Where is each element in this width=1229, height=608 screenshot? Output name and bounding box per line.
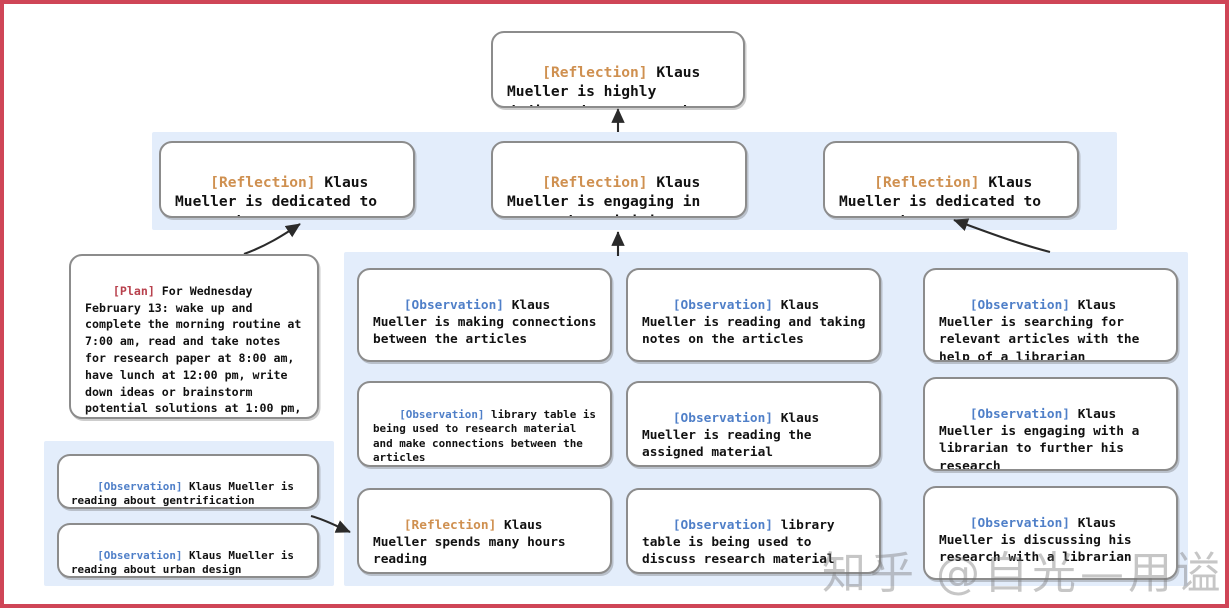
node-tag: [Reflection] bbox=[210, 173, 316, 191]
node-col3-obs-searching[interactable]: [Observation] Klaus Mueller is searching… bbox=[923, 268, 1178, 362]
node-mid-reflection-right[interactable]: [Reflection] Klaus Mueller is dedicated … bbox=[823, 141, 1079, 218]
node-col2-obs-assigned-material[interactable]: [Observation] Klaus Mueller is reading t… bbox=[626, 381, 881, 467]
node-text: library table is being used to discuss r… bbox=[642, 518, 843, 568]
node-tag: [Observation] bbox=[403, 298, 504, 314]
node-tag: [Observation] bbox=[969, 516, 1070, 532]
node-tag: [Plan] bbox=[112, 283, 155, 298]
node-tag: [Observation] bbox=[969, 298, 1070, 314]
node-text: Klaus Mueller is reading and taking note… bbox=[642, 298, 874, 348]
node-text: Klaus Mueller spends many hours reading bbox=[373, 518, 574, 568]
node-col3-obs-engaging[interactable]: [Observation] Klaus Mueller is engaging … bbox=[923, 377, 1178, 471]
node-col1-obs-connections[interactable]: [Observation] Klaus Mueller is making co… bbox=[357, 268, 612, 362]
watermark: 知乎 @自光—用谥书生 bbox=[822, 548, 1225, 599]
node-plan[interactable]: [Plan] For Wednesday February 13: wake u… bbox=[69, 254, 319, 419]
node-text: Klaus Mueller is reading the assigned ma… bbox=[642, 411, 827, 461]
node-tag: [Observation] bbox=[969, 407, 1070, 423]
node-col2-obs-discuss-material[interactable]: [Observation] library table is being use… bbox=[626, 488, 881, 574]
node-tag: [Reflection] bbox=[403, 518, 497, 534]
node-mid-reflection-center[interactable]: [Reflection] Klaus Mueller is engaging i… bbox=[491, 141, 747, 218]
node-left-obs-urban-design[interactable]: [Observation] Klaus Mueller is reading a… bbox=[57, 523, 319, 578]
node-tag: [Observation] bbox=[399, 407, 485, 421]
node-text: Klaus Mueller is reading about gentrific… bbox=[71, 479, 301, 508]
node-text: Klaus Mueller is dedicated to research bbox=[175, 173, 378, 216]
node-tag: [Observation] bbox=[672, 518, 773, 534]
node-col2-obs-taking-notes[interactable]: [Observation] Klaus Mueller is reading a… bbox=[626, 268, 881, 362]
node-tag: [Observation] bbox=[672, 298, 773, 314]
node-text: Klaus Mueller is making connections betw… bbox=[373, 298, 605, 348]
node-top-reflection[interactable]: [Reflection] Klaus Mueller is highly ded… bbox=[491, 31, 745, 108]
node-text: library table is being used to research … bbox=[373, 407, 603, 465]
node-text: Klaus Mueller is engaging in research ac… bbox=[507, 173, 701, 216]
node-text: Klaus Mueller is searching for relevant … bbox=[939, 298, 1148, 362]
node-text: Klaus Mueller is discussing his research… bbox=[939, 516, 1140, 566]
node-text: Klaus Mueller is reading about urban des… bbox=[71, 548, 301, 577]
node-col3-obs-discussing[interactable]: [Observation] Klaus Mueller is discussin… bbox=[923, 486, 1178, 580]
node-text: Klaus Mueller is dedicated to research bbox=[839, 173, 1042, 216]
node-tag: [Reflection] bbox=[542, 63, 648, 81]
node-tag: [Observation] bbox=[672, 411, 773, 427]
node-tag: [Reflection] bbox=[542, 173, 648, 191]
node-col1-obs-library-table[interactable]: [Observation] library table is being use… bbox=[357, 381, 612, 467]
node-text: Klaus Mueller is engaging with a librari… bbox=[939, 407, 1148, 471]
node-col1-reflection-hours[interactable]: [Reflection] Klaus Mueller spends many h… bbox=[357, 488, 612, 574]
node-mid-reflection-left[interactable]: [Reflection] Klaus Mueller is dedicated … bbox=[159, 141, 415, 218]
node-left-obs-gentrification[interactable]: [Observation] Klaus Mueller is reading a… bbox=[57, 454, 319, 509]
node-text: For Wednesday February 13: wake up and c… bbox=[85, 283, 302, 416]
node-tag: [Reflection] bbox=[874, 173, 980, 191]
node-text: Klaus Mueller is highly dedicated to res… bbox=[507, 63, 701, 106]
node-tag: [Observation] bbox=[97, 548, 183, 562]
node-tag: [Observation] bbox=[97, 479, 183, 493]
